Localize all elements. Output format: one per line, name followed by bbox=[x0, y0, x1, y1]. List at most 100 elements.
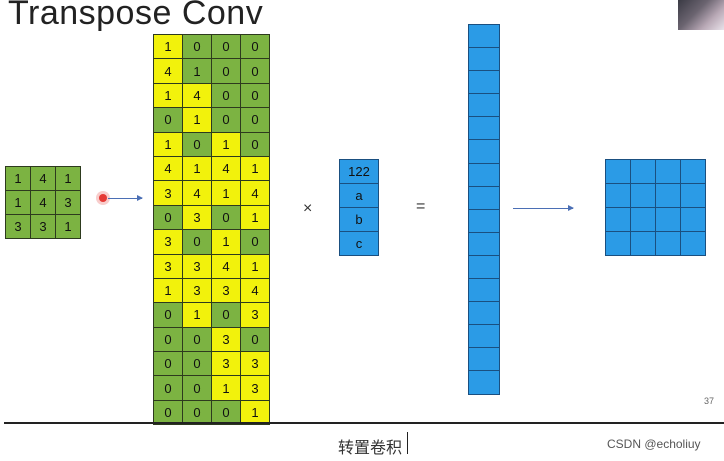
matrix-cell: 0 bbox=[182, 131, 212, 157]
input-cell: 4 bbox=[30, 166, 56, 191]
output-cell bbox=[655, 159, 681, 184]
matrix-cell: 1 bbox=[153, 82, 183, 109]
result-row bbox=[468, 185, 500, 210]
matrix-cell: 1 bbox=[240, 399, 270, 426]
matrix-cell: 4 bbox=[240, 277, 270, 304]
result-row bbox=[468, 254, 500, 280]
result-cell bbox=[468, 301, 500, 326]
matrix-cell: 4 bbox=[240, 180, 270, 206]
result-cell bbox=[468, 370, 500, 395]
page-number: 37 bbox=[704, 396, 715, 406]
matrix-cell: 1 bbox=[211, 229, 241, 255]
matrix-cell: 0 bbox=[153, 204, 183, 231]
matrix-cell: 0 bbox=[211, 107, 241, 133]
output-cell bbox=[605, 231, 631, 256]
matrix-cell: 0 bbox=[211, 302, 241, 328]
input-cell: 1 bbox=[55, 166, 81, 191]
output-cell bbox=[630, 207, 656, 232]
matrix-cell: 3 bbox=[240, 302, 270, 328]
result-cell bbox=[468, 185, 500, 210]
result-cell bbox=[468, 139, 500, 164]
matrix-cell: 3 bbox=[153, 180, 183, 206]
matrix-cell: 0 bbox=[153, 302, 183, 328]
output-cell bbox=[605, 207, 631, 232]
vector-row: c bbox=[339, 231, 379, 256]
result-row bbox=[468, 208, 500, 233]
matrix-cell: 0 bbox=[153, 326, 183, 353]
matrix-cell: 1 bbox=[182, 155, 212, 182]
matrix-cell: 1 bbox=[240, 155, 270, 182]
matrix-cell: 1 bbox=[182, 58, 212, 84]
matrix-cell: 0 bbox=[182, 33, 212, 60]
matrix-cell: 1 bbox=[153, 131, 183, 157]
laser-pointer-icon bbox=[99, 194, 107, 202]
matrix-cell: 3 bbox=[153, 229, 183, 255]
matrix-cell: 3 bbox=[240, 351, 270, 377]
result-cell bbox=[468, 208, 500, 233]
result-row bbox=[468, 139, 500, 164]
slide-title: Transpose Conv bbox=[8, 0, 264, 32]
reshape-arrow-icon bbox=[513, 205, 574, 211]
output-row bbox=[605, 183, 706, 208]
output-matrix bbox=[605, 159, 706, 256]
watermark: CSDN @echoliuy bbox=[607, 437, 701, 451]
matrix-cell: 1 bbox=[211, 375, 241, 401]
input-cell: 1 bbox=[5, 166, 31, 191]
matrix-cell: 0 bbox=[211, 33, 241, 60]
result-cell bbox=[468, 116, 500, 141]
vector-cell: c bbox=[339, 231, 379, 256]
matrix-cell: 0 bbox=[153, 375, 183, 401]
input-cell: 3 bbox=[30, 214, 56, 239]
matrix-cell: 1 bbox=[240, 204, 270, 231]
matrix-cell: 3 bbox=[153, 253, 183, 279]
matrix-cell: 4 bbox=[153, 155, 183, 182]
webcam-overlay-text bbox=[588, 0, 678, 14]
matrix-cell: 3 bbox=[211, 277, 241, 304]
input-cell: 3 bbox=[55, 190, 81, 215]
input-cell: 3 bbox=[5, 214, 31, 239]
matrix-cell: 0 bbox=[182, 229, 212, 255]
matrix-cell: 3 bbox=[182, 253, 212, 279]
vector-cell: a bbox=[339, 183, 379, 208]
result-row bbox=[468, 47, 500, 72]
matrix-cell: 0 bbox=[182, 326, 212, 353]
matrix-cell: 0 bbox=[153, 351, 183, 377]
matrix-cell: 0 bbox=[240, 131, 270, 157]
matrix-cell: 4 bbox=[182, 82, 212, 109]
matrix-cell: 3 bbox=[211, 351, 241, 377]
matrix-cell: 0 bbox=[211, 204, 241, 231]
input-cell: 4 bbox=[30, 190, 56, 215]
matrix-cell: 0 bbox=[182, 351, 212, 377]
matrix-cell: 0 bbox=[211, 399, 241, 426]
result-row bbox=[468, 93, 500, 118]
result-row bbox=[468, 231, 500, 256]
matrix-cell: 4 bbox=[182, 180, 212, 206]
output-cell bbox=[655, 231, 681, 256]
input-cell: 1 bbox=[5, 190, 31, 215]
matrix-cell: 0 bbox=[240, 58, 270, 84]
result-row bbox=[468, 278, 500, 303]
matrix-cell: 1 bbox=[153, 277, 183, 304]
output-cell bbox=[655, 207, 681, 232]
result-row bbox=[468, 23, 500, 49]
matrix-cell: 4 bbox=[211, 253, 241, 279]
output-cell bbox=[680, 159, 706, 184]
matrix-cell: 4 bbox=[153, 58, 183, 84]
result-cell bbox=[468, 278, 500, 303]
matrix-cell: 1 bbox=[240, 253, 270, 279]
matrix-cell: 0 bbox=[240, 33, 270, 60]
webcam-thumbnail bbox=[678, 0, 724, 30]
matrix-cell: 1 bbox=[211, 131, 241, 157]
input-cell: 1 bbox=[55, 214, 81, 239]
result-cell bbox=[468, 254, 500, 280]
output-row bbox=[605, 231, 706, 256]
result-row bbox=[468, 324, 500, 349]
